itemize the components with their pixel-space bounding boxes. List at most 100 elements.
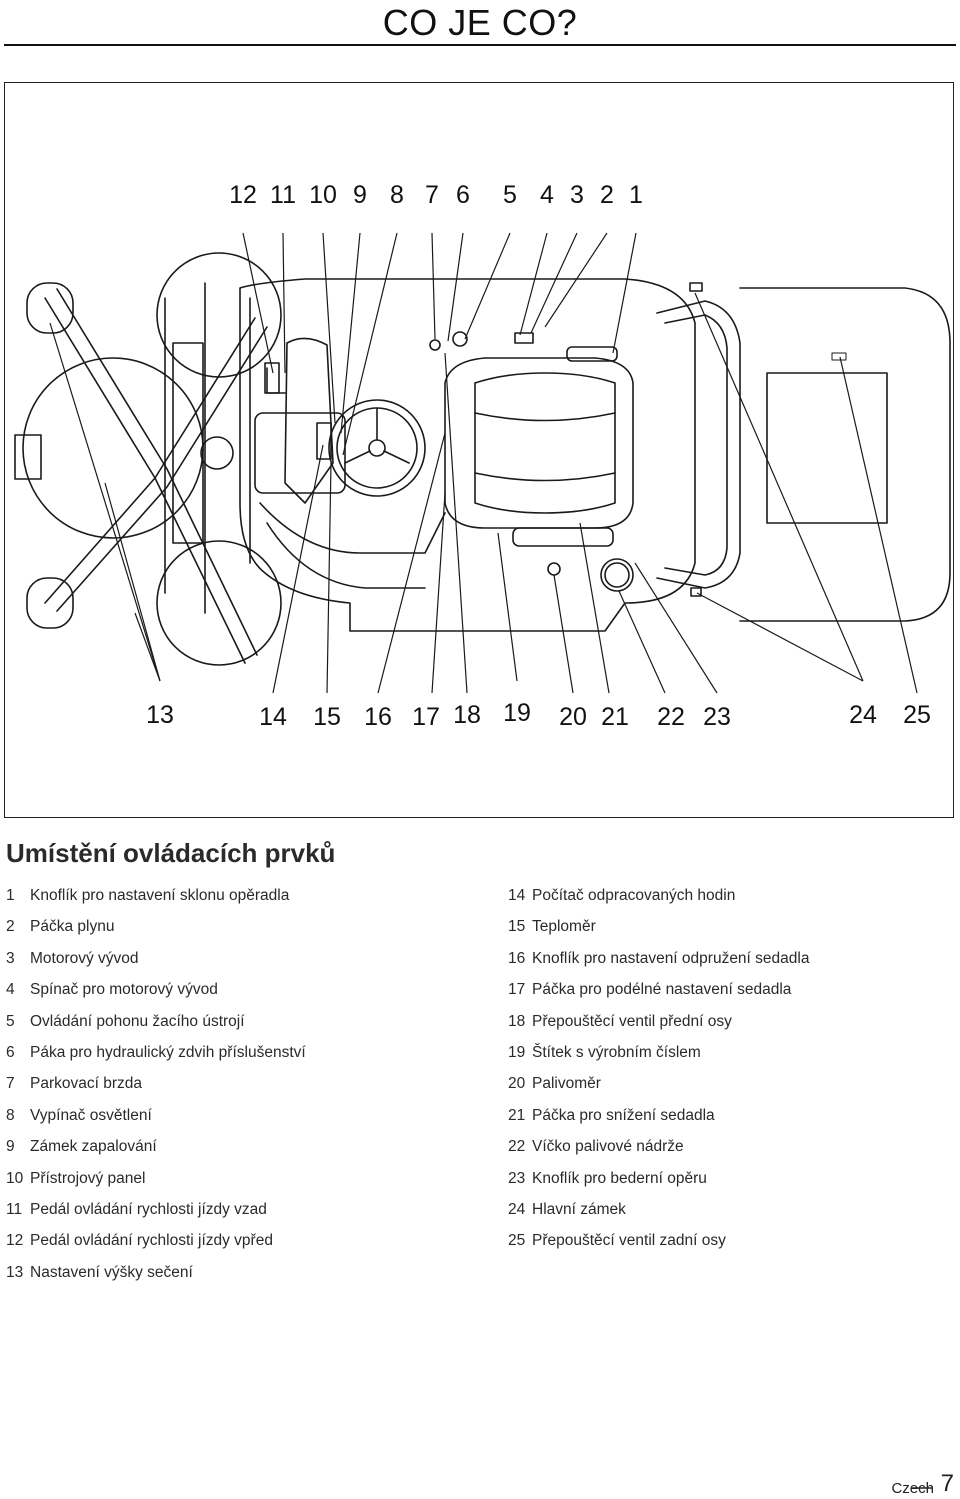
callout-number-15: 15	[313, 703, 341, 731]
legend-item-number: 19	[508, 1043, 526, 1061]
legend-item-number: 7	[6, 1075, 15, 1093]
rear-hood	[739, 287, 951, 622]
legend-item-text: Přístrojový panel	[30, 1169, 146, 1187]
legend-item-number: 20	[508, 1075, 526, 1093]
deck-blade-housing-bottom	[156, 540, 282, 666]
legend-item-number: 13	[6, 1263, 24, 1281]
deck-arm-lower	[44, 317, 256, 604]
legend-item-text: Přepouštěcí ventil zadní osy	[532, 1232, 726, 1250]
legend-item: 22 Víčko palivové nádrže	[508, 1131, 809, 1162]
legend-item: 11 Pedál ovládání rychlosti jízdy vzad	[6, 1194, 306, 1225]
dashboard-panel	[254, 412, 346, 494]
callout-number-7: 7	[425, 181, 439, 209]
callout-number-17: 17	[412, 703, 440, 731]
tractor-body-outline	[239, 278, 696, 632]
legend-item: 25 Přepouštěcí ventil zadní osy	[508, 1225, 809, 1256]
legend-item-text: Přepouštěcí ventil přední osy	[532, 1012, 732, 1030]
legend-item-number: 16	[508, 949, 526, 967]
legend-item: 10 Přístrojový panel	[6, 1163, 306, 1194]
page-title: CO JE CO?	[382, 2, 578, 43]
legend-item: 14 Počítač odpracovaných hodin	[508, 880, 809, 911]
legend-item: 16 Knoflík pro nastavení odpružení sedadl…	[508, 943, 809, 974]
legend-item-text: Pedál ovládání rychlosti jízdy vpřed	[30, 1232, 273, 1250]
seat-back-rail	[512, 527, 614, 547]
deck-roller-bottom	[26, 577, 74, 629]
rear-valve-label	[831, 352, 847, 361]
legend-item-text: Teploměr	[532, 918, 596, 936]
section-title: Umístění ovládacích prvků	[6, 838, 336, 868]
legend-item-text: Knoflík pro nastavení sklonu opěradla	[30, 887, 290, 904]
rear-frame-outline	[656, 300, 741, 589]
callout-number-9: 9	[353, 181, 367, 209]
callout-number-13: 13	[146, 701, 174, 729]
legend-item-text: Parkovací brzda	[30, 1075, 142, 1093]
callout-number-23: 23	[703, 703, 731, 731]
legend-item-number: 9	[6, 1138, 15, 1156]
legend-item-text: Spínač pro motorový vývod	[30, 981, 218, 999]
callout-leader-lines-bottom	[49, 292, 918, 694]
callout-number-2: 2	[600, 181, 614, 209]
callout-number-16: 16	[364, 703, 392, 731]
legend-item-text: Štítek s výrobním číslem	[532, 1043, 701, 1061]
callout-number-11: 11	[270, 181, 296, 209]
legend-item-number: 25	[508, 1232, 526, 1250]
callout-number-5: 5	[503, 181, 517, 209]
legend-item: 9 Zámek zapalování	[6, 1131, 306, 1162]
legend-item-number: 22	[508, 1138, 526, 1156]
legend-item-text: Knoflík pro nastavení odpružení sedadla	[532, 949, 810, 967]
footer-dash	[912, 1487, 932, 1489]
steering-wheel	[328, 399, 426, 497]
deck-side-bracket	[14, 434, 42, 480]
legend-item-number: 11	[6, 1200, 23, 1218]
callout-number-14: 14	[259, 703, 287, 731]
legend-item-text: Páka pro hydraulický zdvih příslušenství	[30, 1043, 306, 1061]
legend-item-text: Nastavení výšky sečení	[30, 1263, 193, 1281]
callout-number-20: 20	[559, 703, 587, 731]
fuel-gauge	[547, 562, 561, 576]
legend-item-text: Počítač odpracovaných hodin	[532, 887, 736, 904]
legend-item-text: Pedál ovládání rychlosti jízdy vzad	[30, 1200, 267, 1218]
legend-item: 18 Přepouštěcí ventil přední osy	[508, 1006, 809, 1037]
callout-number-21: 21	[601, 703, 629, 731]
page-number: 7	[940, 1470, 954, 1497]
legend-item-number: 2	[6, 918, 15, 936]
legend-item-text: Vypínač osvětlení	[30, 1106, 152, 1124]
deck-roller-top	[26, 282, 74, 334]
legend-item-number: 23	[508, 1169, 526, 1187]
callout-number-8: 8	[390, 181, 404, 209]
legend-item: 21 Páčka pro snížení sedadla	[508, 1100, 809, 1131]
legend-item-number: 24	[508, 1200, 526, 1218]
legend-item-number: 21	[508, 1106, 526, 1124]
legend-item-text: Páčka pro podélné nastavení sedadla	[532, 981, 792, 999]
legend-item-number: 18	[508, 1012, 526, 1030]
legend-item-text: Víčko palivové nádrže	[532, 1138, 684, 1156]
callout-number-10: 10	[309, 181, 337, 209]
legend-item-text: Páčka pro snížení sedadla	[532, 1106, 715, 1124]
legend-item: 7 Parkovací brzda	[6, 1068, 306, 1099]
callout-number-12: 12	[229, 181, 257, 209]
legend-item-number: 10	[6, 1169, 24, 1187]
legend-item-number: 5	[6, 1012, 15, 1030]
legend-item-text: Páčka plynu	[30, 918, 115, 936]
callout-number-4: 4	[540, 181, 554, 209]
fuel-cap	[600, 558, 634, 592]
legend-item-number: 14	[508, 887, 526, 904]
legend-item-text: Zámek zapalování	[30, 1138, 157, 1156]
callout-number-6: 6	[456, 181, 470, 209]
deck-blade-housing-top	[156, 252, 282, 378]
callout-leader-lines-top	[242, 232, 637, 456]
legend-item-text: Knoflík pro bederní opěru	[532, 1169, 707, 1187]
legend-item-number: 6	[6, 1043, 15, 1061]
deck-arm-upper	[44, 297, 246, 664]
